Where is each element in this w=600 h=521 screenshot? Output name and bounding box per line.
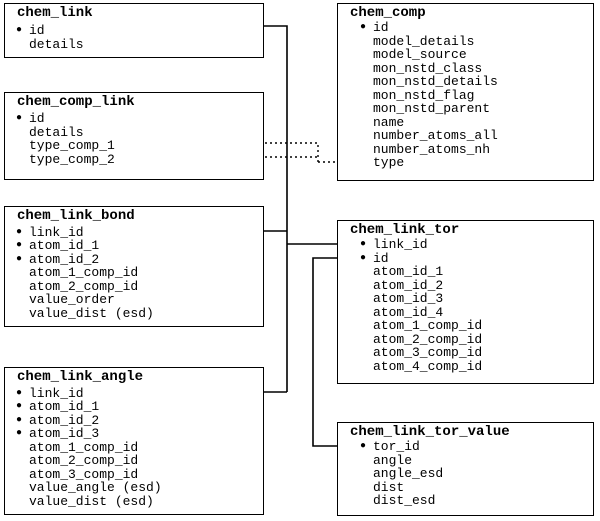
field-id: id [360,21,388,34]
field-tor-id: tor_id [360,440,420,453]
relation-torvalue-tor [312,254,359,447]
field-atom-id-3: atom_id_3 [16,427,99,440]
field-type-comp-1: type_comp_1 [29,138,115,153]
field-atom-4-comp-id: atom_4_comp_id [373,359,483,374]
table-chem-link-angle: chem_link_angle link_id atom_id_1 atom_i… [4,367,264,515]
table-chem-link: chem_link id details [4,3,264,58]
field-number-atoms-nh: number_atoms_nh [373,142,491,157]
table-title: chem_link_tor_value [350,424,510,440]
field-id: id [16,24,44,37]
field-value-angle: value_angle (esd) [29,480,162,495]
field-atom-3-comp-id: atom_3_comp_id [29,467,139,482]
field-dist: dist [373,480,405,495]
table-chem-link-tor: chem_link_tor link_id id atom_id_1 atom_… [337,220,594,384]
field-atom-id-1: atom_id_1 [16,239,99,252]
table-title: chem_comp [350,5,426,21]
field-atom-1-comp-id: atom_1_comp_id [29,265,139,280]
table-chem-comp: chem_comp id model_details model_source … [337,3,594,181]
field-details: details [29,37,84,52]
field-details: details [29,125,84,140]
field-atom-id-4: atom_id_4 [373,305,444,320]
table-chem-link-tor-value: chem_link_tor_value tor_id angle angle_e… [337,422,594,516]
table-title: chem_link_tor [350,222,460,238]
table-chem-comp-link: chem_comp_link id details type_comp_1 ty… [4,92,264,180]
table-title: chem_comp_link [17,94,135,110]
table-chem-link-bond: chem_link_bond link_id atom_id_1 atom_id… [4,206,264,327]
field-mon-nstd-parent: mon_nstd_parent [373,101,491,116]
field-atom-id-3: atom_id_3 [373,291,444,306]
field-link-id: link_id [16,226,84,239]
field-atom-1-comp-id: atom_1_comp_id [29,440,139,455]
table-title: chem_link_bond [17,208,135,224]
field-value-dist: value_dist (esd) [29,306,154,321]
field-link-id: link_id [16,387,84,400]
field-angle: angle [373,453,413,468]
field-atom-2-comp-id: atom_2_comp_id [29,279,139,294]
field-model-details: model_details [373,34,475,49]
field-number-atoms-all: number_atoms_all [373,128,498,143]
field-name: name [373,115,405,130]
field-type-comp-2: type_comp_2 [29,152,115,167]
field-id: id [16,112,44,125]
table-title: chem_link [17,5,93,21]
field-dist-esd: dist_esd [373,493,436,508]
field-atom-id-1: atom_id_1 [373,264,444,279]
field-atom-3-comp-id: atom_3_comp_id [373,345,483,360]
field-atom-1-comp-id: atom_1_comp_id [373,318,483,333]
field-atom-2-comp-id: atom_2_comp_id [373,332,483,347]
field-mon-nstd-flag: mon_nstd_flag [373,88,475,103]
field-atom-id-2: atom_id_2 [16,414,99,427]
field-atom-id-2: atom_id_2 [373,278,444,293]
field-type: type [373,155,405,170]
field-mon-nstd-details: mon_nstd_details [373,74,498,89]
field-model-source: model_source [373,47,467,62]
field-atom-id-1: atom_id_1 [16,400,99,413]
field-value-order: value_order [29,292,115,307]
table-title: chem_link_angle [17,369,144,385]
field-angle-esd: angle_esd [373,466,444,481]
field-id: id [360,252,388,265]
field-value-dist: value_dist (esd) [29,494,154,509]
field-atom-id-2: atom_id_2 [16,253,99,266]
field-link-id: link_id [360,238,428,251]
field-mon-nstd-class: mon_nstd_class [373,61,483,76]
field-atom-2-comp-id: atom_2_comp_id [29,453,139,468]
